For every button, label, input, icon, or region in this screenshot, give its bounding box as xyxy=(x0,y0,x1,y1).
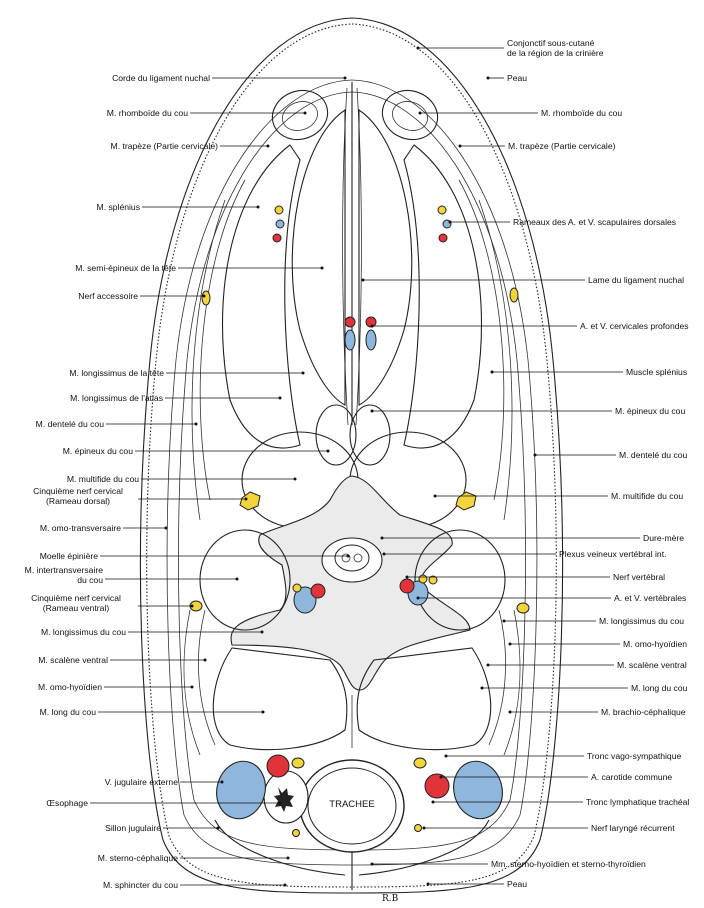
label-sterno-hyoidien: Mm. sterno-hyoïdien et sterno-thyroïdien xyxy=(491,859,646,869)
label-peau-top: Peau xyxy=(507,73,527,83)
label-omo-hyoidien-right: M. omo-hyoïdien xyxy=(623,639,687,649)
accessory-nerve-left xyxy=(202,291,210,305)
label-long-cou-left: M. long du cou xyxy=(10,707,96,717)
label-dure-mere: Dure-mère xyxy=(643,533,684,543)
label-sillon-jugulaire: Sillon jugulaire xyxy=(10,823,161,833)
label-nerf-vertebral: Nerf vertébral xyxy=(613,572,665,582)
semispinalis-left xyxy=(292,110,345,405)
label-jugulaire-externe: V. jugulaire externe xyxy=(40,777,178,787)
label-vago-sympathique: Tronc vago-sympathique xyxy=(587,751,681,761)
semispinalis-right xyxy=(359,110,412,405)
rhomboid-right-inner xyxy=(388,97,431,136)
rhomboid-right xyxy=(375,83,444,147)
label-oesophage: Œsophage xyxy=(10,798,88,808)
label-peau-bottom: Peau xyxy=(507,879,527,889)
label-cervicales-profondes: A. et V. cervicales profondes xyxy=(580,321,689,331)
label-omo-hyoidien-left: M. omo-hyoïdien xyxy=(10,682,102,692)
intertransversarius-left xyxy=(200,530,290,630)
label-multifide-left: M. multifide du cou xyxy=(10,474,139,484)
label-brachio-cephalique: M. brachio-céphalique xyxy=(601,707,686,717)
vagosympathetic-left xyxy=(292,758,304,768)
label-scalene-right: M. scalène ventral xyxy=(617,660,687,670)
label-muscle-splenius: Muscle splénius xyxy=(626,367,687,377)
label-sterno-cephalique: M. sterno-céphalique xyxy=(30,853,178,863)
label-dentele-right: M. dentelé du cou xyxy=(619,450,687,460)
label-lame-ligament: Lame du ligament nuchal xyxy=(588,275,684,285)
jugular-vein-left xyxy=(210,756,271,824)
dorsal-scapular-vein-left xyxy=(276,220,284,228)
label-trapeze-right: M. trapèze (Partie cervicale) xyxy=(508,141,615,151)
c5-dorsal-right xyxy=(456,492,476,510)
label-nerf-accessoire: Nerf accessoire xyxy=(10,291,138,301)
vertebral-artery-right xyxy=(400,579,414,593)
label-trapeze-left: M. trapèze (Partie cervicale) xyxy=(20,141,218,151)
label-corde-ligament-nuchal: Corde du ligament nuchal xyxy=(20,73,210,83)
rhomboid-left-inner xyxy=(278,97,321,136)
label-av-vertebrales: A. et V. vertébrales xyxy=(614,593,686,603)
scalene-right xyxy=(489,610,520,755)
label-rameaux-scapulaires: Rameaux des A. et V. scapulaires dorsale… xyxy=(513,217,676,227)
vertebral-artery-left xyxy=(311,584,325,598)
dorsal-scapular-nerve-right xyxy=(438,206,446,214)
label-rhomboide-left: M. rhomboïde du cou xyxy=(20,108,188,118)
label-longissimus-cou-left: M. longissimus du cou xyxy=(10,627,126,637)
label-longissimus-atlas: M. longissimus de l'atlas xyxy=(10,393,163,403)
splenius-left xyxy=(223,145,301,448)
deep-cervical-vein-left xyxy=(345,330,355,350)
label-longissimus-cou-right: M. longissimus du cou xyxy=(599,616,684,626)
deep-cervical-artery-left xyxy=(345,317,355,327)
label-long-cou-right: M. long du cou xyxy=(631,683,687,693)
signature: R.B xyxy=(382,894,398,904)
splenius-right xyxy=(404,145,482,448)
c5-dorsal-left xyxy=(240,492,260,510)
label-omo-transversaire: M. omo-transversaire xyxy=(10,523,121,533)
label-rhomboide-right: M. rhomboïde du cou xyxy=(541,108,622,118)
longus-colli-left xyxy=(213,648,347,750)
dorsal-scapular-nerve-left xyxy=(275,206,283,214)
label-sphincter-cou: M. sphincter du cou xyxy=(30,880,178,890)
recurrent-laryngeal-right xyxy=(415,825,422,832)
dorsal-scapular-artery-left xyxy=(273,234,281,242)
deep-cervical-vein-right xyxy=(366,330,376,350)
spinal-cord xyxy=(335,545,369,571)
label-multifide-right: M. multifide du cou xyxy=(611,491,683,501)
label-conjonctif: Conjonctif sous-cutané de la région de l… xyxy=(507,38,604,58)
label-semi-epineux: M. semi-épineux de la tête xyxy=(10,263,176,273)
c5-ventral-right xyxy=(517,603,529,613)
label-moelle-epiniere: Moelle épinière xyxy=(10,551,98,561)
label-longissimus-tete: M. longissimus de la tête xyxy=(10,368,164,378)
label-splenius-left: M. splénius xyxy=(20,202,140,212)
dorsal-scapular-artery-right xyxy=(439,234,447,242)
accessory-nerve-right xyxy=(510,288,518,302)
jugular-vein-right xyxy=(447,756,508,824)
carotid-right xyxy=(425,774,449,798)
label-trachee: TRACHEE xyxy=(322,800,382,810)
vagosympathetic-right xyxy=(414,758,426,768)
lateral-muscle-left xyxy=(192,180,245,520)
recurrent-laryngeal-left xyxy=(293,830,300,837)
label-c5-ventral: Cinquième nerf cervical (Rameau ventral) xyxy=(14,593,138,613)
label-dentele-left: M. dentelé du cou xyxy=(10,419,104,429)
label-epineux-left: M. épineux du cou xyxy=(10,446,133,456)
vertebral-nerve-right xyxy=(419,575,427,583)
label-plexus-veineux: Plexus veineux vertébral int. xyxy=(559,549,666,559)
label-c5-dorsal: Cinquième nerf cervical (Rameau dorsal) xyxy=(14,486,142,506)
lateral-muscle-right xyxy=(459,180,512,520)
label-lymphatique: Tronc lymphatique trachéal xyxy=(586,797,689,807)
label-laryngee: Nerf laryngé récurrent xyxy=(591,823,675,833)
label-intertransversaire: M. intertransversaire du cou xyxy=(10,565,103,585)
label-scalene-left: M. scalène ventral xyxy=(10,655,108,665)
carotid-left xyxy=(267,755,289,777)
label-carotide: A. carotide commune xyxy=(591,772,672,782)
label-epineux-right: M. épineux du cou xyxy=(615,406,685,416)
vertebral-nerve-left xyxy=(293,584,301,592)
